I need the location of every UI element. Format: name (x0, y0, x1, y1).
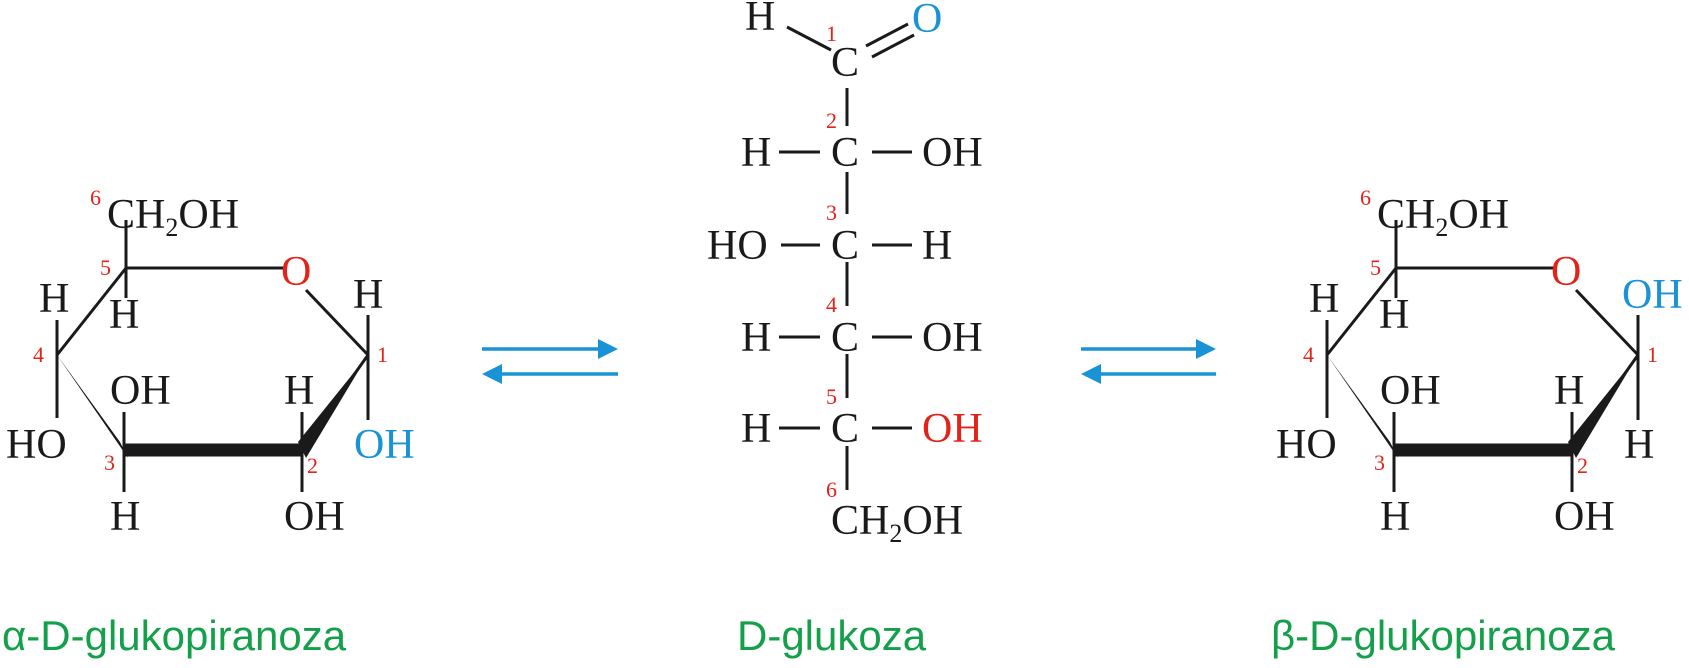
c2-hydroxyl: OH (922, 130, 983, 176)
c3-hydroxyl: OH (110, 368, 171, 414)
ch2oh-group: CH2OH (831, 498, 963, 548)
aldehyde-oxygen: O (912, 0, 942, 42)
forward-arrowhead (598, 339, 618, 359)
carbon-1: C (831, 40, 859, 86)
wedge-c1-c2 (1568, 355, 1638, 458)
bond-c1-o-upper (865, 22, 909, 48)
bond-c1-h (786, 25, 832, 52)
position-1: 1 (377, 342, 388, 367)
c4-hydroxyl: OH (922, 315, 983, 361)
wedge-c4-c3 (1327, 355, 1398, 458)
position-5: 5 (100, 255, 111, 280)
carbon-3: C (831, 223, 859, 269)
bond-o-c1 (1574, 288, 1640, 357)
position-5: 5 (826, 384, 837, 409)
c5-hydroxyl: OH (922, 406, 983, 452)
bond-c4-c5 (55, 267, 128, 356)
position-1: 1 (1647, 342, 1658, 367)
position-5: 5 (1370, 255, 1381, 280)
ch2oh-group: CH2OH (107, 192, 239, 242)
equilibrium-arrows-left (482, 339, 618, 384)
position-2: 2 (307, 453, 318, 478)
c2-hydroxyl: OH (284, 494, 345, 540)
ring-oxygen: O (281, 249, 311, 295)
position-3: 3 (104, 450, 115, 475)
equilibrium-arrows-right (1081, 339, 1216, 384)
c2-hydrogen: H (741, 130, 771, 176)
position-6: 6 (1360, 185, 1371, 210)
c1-hydrogen: H (1624, 422, 1654, 468)
position-6: 6 (90, 185, 101, 210)
caption-alpha-glucopyranose: α-D-glukopiranoza (2, 612, 347, 659)
c5-hydrogen: H (1379, 292, 1409, 338)
bond-o-c1 (304, 288, 370, 357)
c3-hydrogen: H (110, 494, 140, 540)
wedge-c4-c3 (57, 355, 128, 458)
aldehyde-hydrogen: H (745, 0, 775, 40)
anomeric-hydroxyl: OH (1622, 272, 1683, 318)
position-4: 4 (826, 292, 837, 317)
c2-hydrogen: H (284, 368, 314, 414)
c4-hydroxyl: HO (6, 422, 67, 468)
caption-beta-glucopyranose: β-D-glukopiranoza (1271, 612, 1616, 659)
ch2oh-group: CH2OH (1377, 192, 1509, 242)
c5-hydrogen: H (109, 292, 139, 338)
position-3: 3 (1374, 450, 1385, 475)
position-6: 6 (826, 477, 837, 502)
c2-hydroxyl: OH (1554, 494, 1615, 540)
open-chain-glucose: H O C H C OH HO C H H C OH H C OH CH2OH … (707, 0, 983, 548)
caption-d-glucose: D-glukoza (737, 612, 927, 659)
anomeric-hydroxyl: OH (354, 422, 415, 468)
position-4: 4 (1303, 342, 1314, 367)
c4-hydrogen: H (1309, 276, 1339, 322)
c3-hydrogen: H (1380, 494, 1410, 540)
wedge-c1-c2 (298, 355, 368, 458)
carbon-5: C (831, 406, 859, 452)
position-3: 3 (826, 200, 837, 225)
reverse-arrowhead (1081, 364, 1101, 384)
forward-arrowhead (1196, 339, 1216, 359)
c2-hydrogen: H (1554, 368, 1584, 414)
c3-hydroxyl: OH (1380, 368, 1441, 414)
c5-hydrogen: H (741, 406, 771, 452)
position-2: 2 (1577, 453, 1588, 478)
c3-hydrogen: H (922, 223, 952, 269)
position-1: 1 (826, 21, 837, 46)
bond-c4-c5 (1325, 267, 1398, 356)
carbon-4: C (831, 315, 859, 361)
c4-hydrogen: H (741, 315, 771, 361)
bond-c1-o-lower (871, 33, 915, 59)
beta-glucopyranose: CH2OH O H H OH OH H HO H H OH 6 5 4 3 2 … (1276, 185, 1683, 540)
c4-hydrogen: H (39, 276, 69, 322)
reverse-arrowhead (482, 364, 502, 384)
c4-hydroxyl: HO (1276, 422, 1337, 468)
c1-hydrogen: H (353, 272, 383, 318)
position-4: 4 (33, 342, 44, 367)
carbon-2: C (831, 130, 859, 176)
position-2: 2 (826, 108, 837, 133)
alpha-glucopyranose: CH2OH O H H H OH H HO OH H OH 6 5 4 3 2 … (6, 185, 415, 540)
c3-hydroxyl: HO (707, 223, 768, 269)
ring-oxygen: O (1551, 249, 1581, 295)
